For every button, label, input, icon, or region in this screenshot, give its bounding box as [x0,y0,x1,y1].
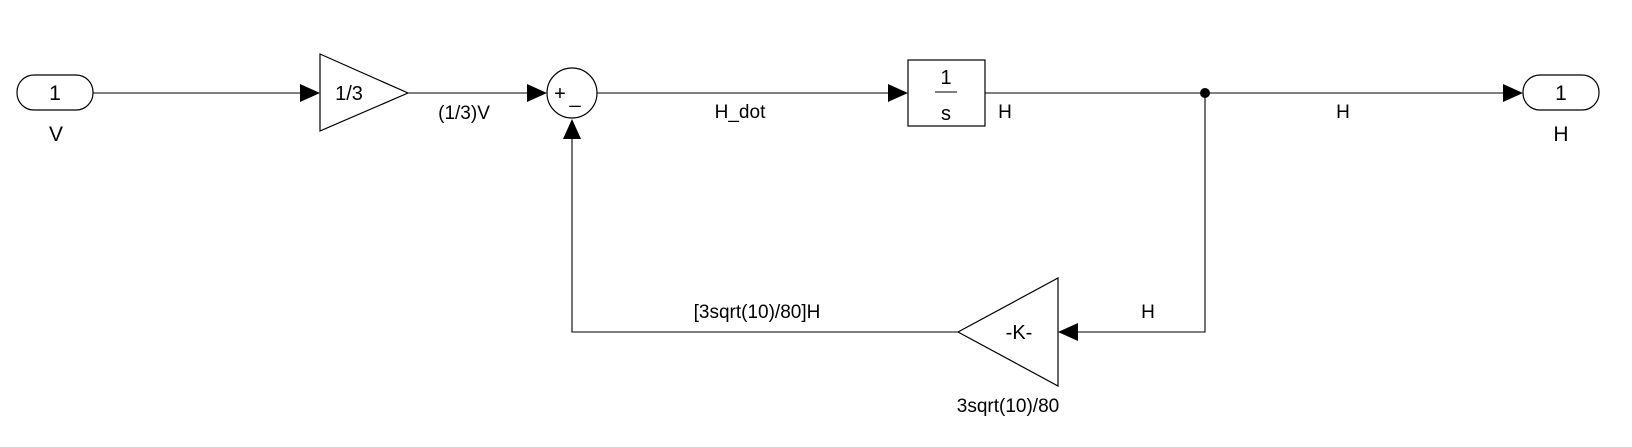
gain-value: 1/3 [335,83,363,105]
outport-name: H [1553,123,1568,146]
signal-label-h-integrator: H [998,102,1012,123]
inport-name: V [49,123,63,146]
arrow-into-outport [1503,84,1523,102]
feedback-gain-value: -K- [1006,322,1033,344]
inport-number: 1 [49,82,61,105]
sum-block[interactable]: + _ [546,67,598,119]
signal-label-h-dot: H_dot [715,102,766,123]
arrow-into-feedback-gain [1058,323,1078,341]
sum-plus-sign: + [554,83,566,105]
wire-feedback-branch[interactable] [1076,93,1206,333]
signal-label-h-output: H [1336,102,1350,123]
arrow-into-integrator [888,84,908,102]
inport-block[interactable]: 1 [16,74,94,111]
signal-label-feedback-out: [3sqrt(10)/80]H [694,302,821,323]
outport-number: 1 [1555,82,1567,105]
signal-label-gain-out: (1/3)V [438,103,490,124]
gain-block[interactable]: 1/3 [319,53,410,132]
arrow-into-sum [527,84,547,102]
arrow-into-gain [300,84,320,102]
wire-feedback-to-sum[interactable] [571,136,958,333]
signal-label-h-feedback: H [1141,302,1155,323]
sum-minus-sign: _ [568,86,581,108]
feedback-gain-label: 3sqrt(10)/80 [957,396,1059,417]
integrator-numerator: 1 [940,67,951,89]
integrator-block[interactable]: 1 s [907,59,986,127]
arrow-into-sum-bottom [563,119,581,139]
outport-block[interactable]: 1 [1522,74,1600,111]
integrator-denominator: s [941,103,951,125]
feedback-gain-block[interactable]: -K- [956,276,1059,388]
signal-lines [93,84,1523,341]
